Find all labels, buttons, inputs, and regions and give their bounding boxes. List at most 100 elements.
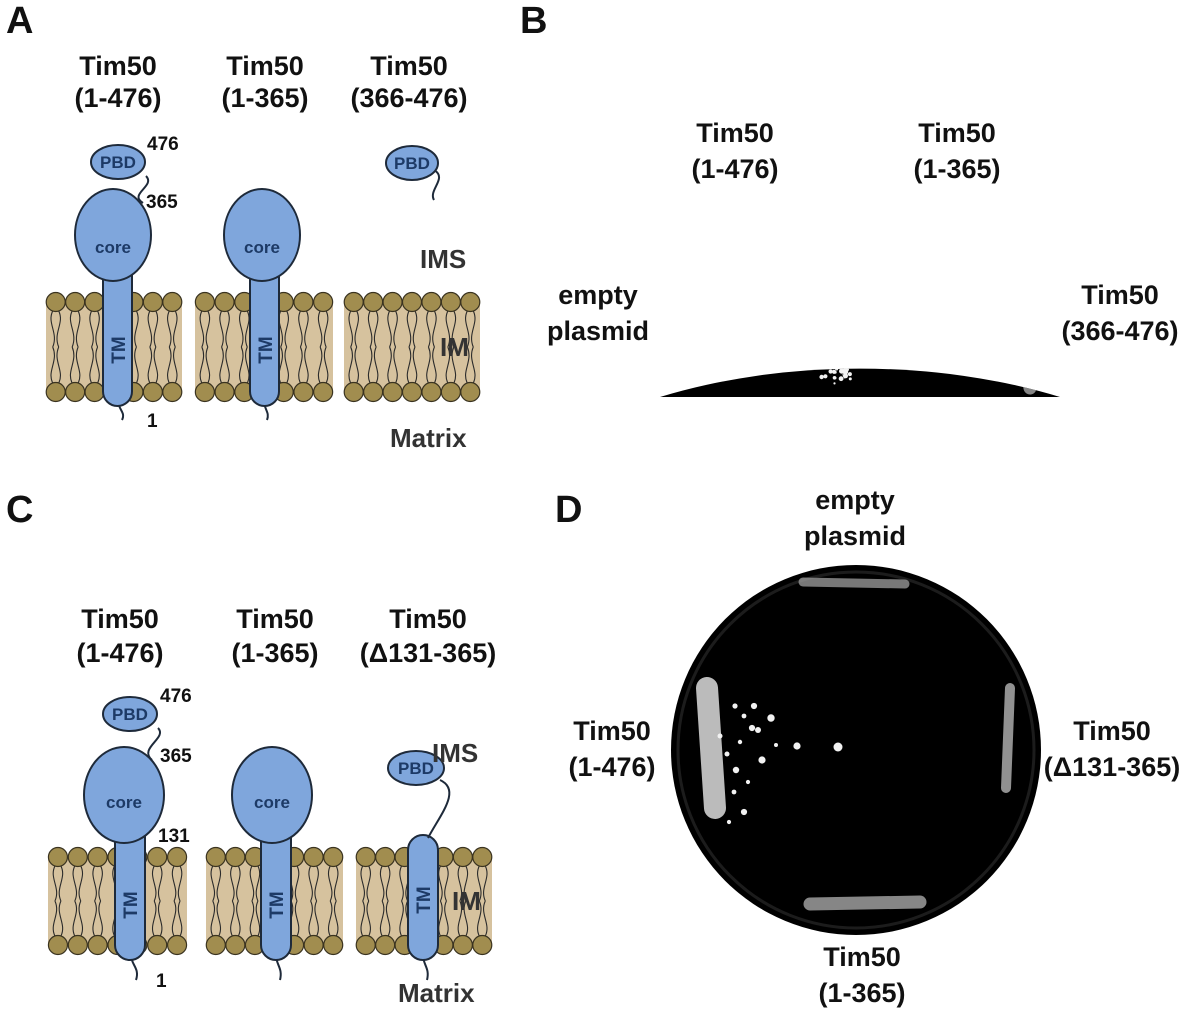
colony	[810, 351, 814, 355]
lipid-head	[313, 381, 334, 403]
colony	[802, 311, 806, 315]
colony	[809, 326, 812, 329]
panel-letter-c: C	[6, 489, 33, 531]
colony	[759, 275, 763, 279]
plate-rim	[676, 570, 1036, 930]
colony	[816, 326, 821, 331]
colony	[810, 339, 814, 343]
colony	[717, 733, 723, 739]
lipid-head	[421, 291, 442, 313]
lipid-head	[303, 846, 324, 868]
lipid-head	[84, 291, 105, 313]
pbd-domain	[90, 144, 146, 180]
colony	[819, 374, 824, 380]
colony	[817, 351, 822, 356]
colony	[801, 327, 803, 329]
lipid-head	[87, 934, 108, 956]
colony	[793, 309, 796, 312]
lipid-head	[472, 934, 493, 956]
full-plate	[671, 565, 1041, 935]
colony	[773, 232, 776, 235]
colony	[812, 346, 814, 348]
colony	[809, 324, 813, 328]
lipid-tail	[327, 865, 339, 902]
colony	[794, 335, 800, 341]
lipid-head	[194, 381, 215, 403]
tm-label: TM	[414, 886, 435, 913]
lipid-tail	[367, 346, 379, 384]
colony	[741, 713, 747, 719]
colony	[840, 360, 844, 364]
colony	[735, 237, 739, 241]
colony	[796, 315, 799, 318]
lipid-tail	[167, 310, 178, 348]
construct-c2-name: Tim50	[236, 604, 314, 634]
lipid-head	[166, 934, 188, 956]
colony	[835, 355, 838, 358]
colony	[830, 324, 833, 327]
pbd-label: PBD	[394, 154, 430, 173]
colony	[783, 267, 788, 272]
core-domain	[74, 188, 152, 282]
colonies-b	[735, 227, 852, 385]
colony	[738, 243, 742, 247]
lipid-tail	[327, 900, 339, 937]
colony	[833, 370, 837, 374]
lipid-tail	[465, 346, 476, 384]
colony	[806, 337, 809, 340]
plate-d-label-empty-line1: empty	[815, 485, 895, 515]
lipid-head	[47, 846, 69, 868]
colony	[755, 227, 759, 231]
colony	[818, 340, 822, 344]
colony	[770, 242, 775, 247]
colony	[810, 361, 815, 366]
lipid-tail	[89, 346, 100, 384]
colony	[743, 264, 747, 268]
colony	[796, 319, 799, 322]
construct-a2-name: Tim50	[226, 51, 304, 81]
colony	[771, 284, 775, 288]
colony	[802, 325, 807, 330]
lipid-tail	[239, 310, 250, 348]
colony	[814, 310, 817, 313]
lipid-head	[142, 291, 163, 313]
tm-label: TM	[109, 336, 130, 363]
lipid-head	[363, 381, 384, 403]
colony	[813, 309, 818, 314]
plate-d-label-empty-line2: plasmid	[804, 521, 906, 551]
colony	[790, 295, 794, 299]
lipid-tail	[406, 310, 418, 348]
colony	[795, 306, 800, 311]
construct-a3-range: (366-476)	[350, 83, 467, 113]
colony	[815, 363, 818, 366]
lipid-tail	[147, 310, 159, 348]
colony	[835, 359, 837, 361]
plate-d-label-d131-365-name: Tim50	[1073, 716, 1151, 746]
colony	[791, 310, 796, 315]
lipid-head	[303, 934, 324, 956]
residue-476: 476	[147, 134, 179, 155]
colony	[815, 322, 820, 327]
colony	[833, 325, 835, 327]
plate-b-label-1-365-name: Tim50	[918, 118, 996, 148]
colony	[834, 349, 838, 353]
construct-c3-range: (Δ131-365)	[360, 638, 496, 668]
colony	[761, 237, 765, 241]
region-matrix-label: Matrix	[398, 978, 475, 1008]
colony	[812, 319, 816, 323]
plate-b-label-empty-line1: empty	[558, 280, 638, 310]
colony	[774, 294, 779, 299]
colony	[774, 743, 778, 747]
lipid-head	[355, 934, 376, 956]
colony	[745, 779, 751, 785]
construct-c1-name: Tim50	[81, 604, 159, 634]
residue-1: 1	[147, 411, 158, 432]
colony	[841, 337, 846, 342]
colony	[737, 739, 743, 745]
plate-b-contents	[676, 227, 1037, 395]
region-ims-label: IMS	[420, 244, 466, 274]
lipid-head	[382, 291, 403, 313]
colony	[775, 278, 779, 282]
lipid-tail	[69, 310, 81, 348]
colony	[819, 319, 822, 322]
